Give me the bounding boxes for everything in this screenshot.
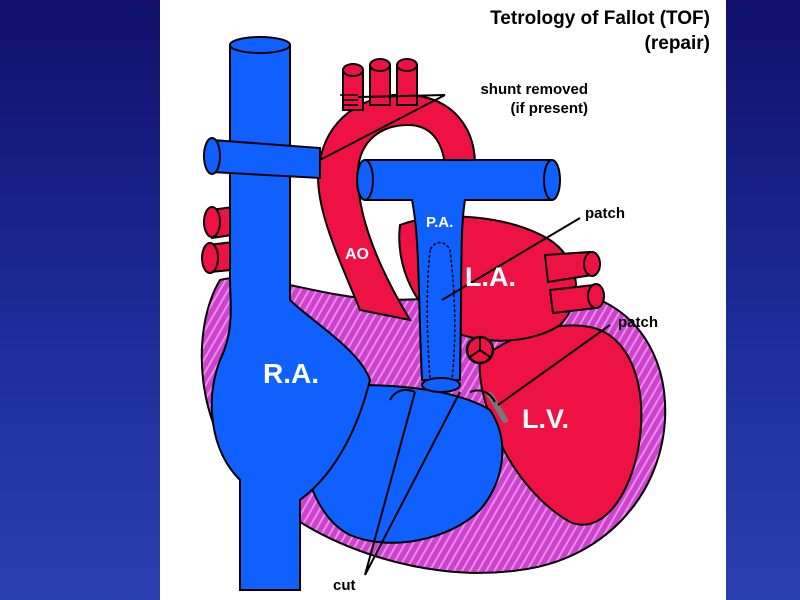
- leader-patch-right: [497, 324, 611, 406]
- aortic-branch-1-end: [342, 63, 364, 77]
- aortic-branch-3-end: [396, 58, 418, 72]
- pulmonary-vein-upper-end: [583, 251, 601, 277]
- label-pulmonary-artery: P.A.: [426, 214, 454, 231]
- pulmonary-artery: [364, 159, 554, 381]
- slide-title-line1: Tetrology of Fallot (TOF): [490, 8, 710, 29]
- cut-mark-left: [389, 389, 416, 401]
- outflow-patch: [426, 241, 456, 381]
- cut-mark-right: [469, 389, 496, 403]
- callout-cut: cut: [333, 577, 356, 594]
- label-right-atrium: R.A.: [263, 358, 319, 389]
- pa-left-end: [356, 159, 374, 201]
- pulmonary-vein-lower-end: [587, 283, 605, 309]
- leader-cut: [364, 391, 461, 576]
- callout-shunt-line1: shunt removed: [480, 81, 588, 98]
- slide-title-line2: (repair): [644, 33, 710, 54]
- right-pa-branch-end: [203, 137, 221, 175]
- callout-shunt-line2: (if present): [510, 100, 588, 117]
- aortic-valve-leaflets: [469, 338, 491, 358]
- slide-panel: Tetrology of Fallot (TOF) (repair) shunt…: [160, 0, 726, 600]
- callout-patch-top: patch: [585, 205, 626, 222]
- callout-patch-right: patch: [618, 314, 659, 331]
- aortic-branch-2-end: [369, 58, 391, 72]
- slide-title: Tetrology of Fallot (TOF) (repair): [490, 6, 710, 56]
- callout-shunt-removed: shunt removed (if present): [448, 80, 588, 118]
- leader-patch-top: [441, 217, 581, 301]
- label-aorta: AO: [345, 246, 369, 263]
- shunt-remnant-marks: [340, 94, 358, 106]
- superior-vena-cava: [210, 44, 372, 591]
- label-left-ventricle: L.V.: [522, 404, 570, 434]
- svc-top-opening: [229, 36, 291, 54]
- left-side-vein-upper-end: [203, 206, 221, 238]
- pa-right-end: [543, 159, 561, 201]
- leader-shunt-removed: [319, 94, 446, 161]
- heart-diagram: [200, 36, 667, 591]
- right-pa-branch: [211, 138, 321, 180]
- left-side-vein-lower-end: [201, 242, 219, 274]
- pa-valve-ring: [421, 377, 461, 393]
- label-left-atrium: L.A.: [465, 262, 516, 292]
